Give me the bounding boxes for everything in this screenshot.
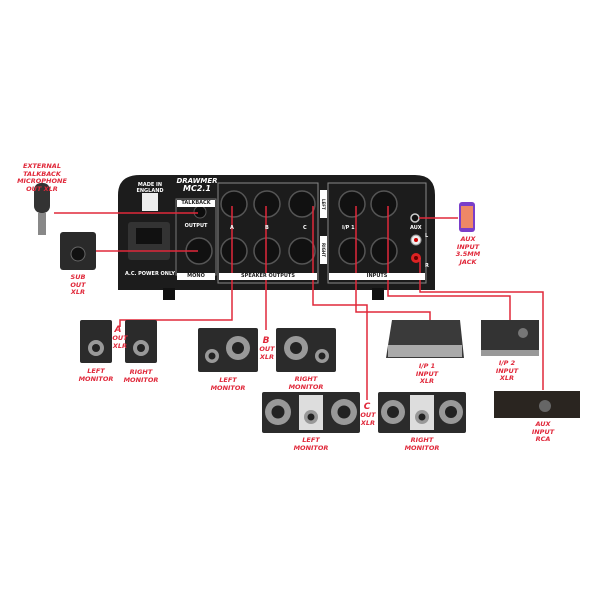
c-left-label: LEFT MONITOR	[293, 436, 329, 452]
subwoofer	[60, 232, 96, 270]
xlr-b-left	[253, 190, 281, 218]
c-right-label: RIGHT MONITOR	[404, 436, 440, 452]
aux-3-5mm-jack	[410, 213, 420, 223]
aux-r-label: R	[425, 263, 429, 269]
aux-rca-label: AUX INPUT RCA	[531, 420, 555, 443]
c-letter: C	[363, 402, 371, 412]
cables	[54, 206, 544, 400]
a-right-label: RIGHT MONITOR	[123, 368, 159, 384]
xlr-c-left	[288, 190, 316, 218]
speaker-outputs-label: SPEAKER OUTPUTS	[219, 273, 317, 280]
xlr-ip1-left	[338, 190, 366, 218]
hifi-receiver	[494, 391, 580, 418]
model-logo: MC2.1	[182, 184, 211, 193]
speaker-c-left	[262, 392, 360, 433]
made-in-label: MADE IN ENGLAND	[136, 182, 164, 194]
xlr-c-right	[288, 237, 316, 265]
mixing-console	[386, 320, 464, 358]
mic-label: EXTERNAL TALKBACK MICROPHONE OUT XLR	[17, 162, 67, 193]
talkback-microphone	[34, 183, 50, 235]
xlr-a-right	[220, 237, 248, 265]
xlr-b-right	[253, 237, 281, 265]
aux-label: AUX	[410, 225, 422, 231]
cable-out-a	[119, 206, 233, 327]
speaker-a-right	[125, 320, 157, 363]
a-left-label: LEFT MONITOR	[78, 367, 114, 383]
cable-ip2	[387, 206, 511, 320]
power-label: A.C. POWER ONLY	[124, 271, 176, 277]
b-left-label: LEFT MONITOR	[210, 376, 246, 392]
output-label: OUTPUT	[184, 223, 208, 229]
left-label: LEFT	[320, 190, 327, 218]
right-label: RIGHT	[320, 236, 327, 264]
power-switch	[142, 193, 158, 211]
brand-logo: DRAWMER	[176, 177, 218, 185]
b-right-label: RIGHT MONITOR	[288, 375, 324, 391]
ip1-label: I/P 1	[342, 225, 355, 231]
ip2-input-label: I/P 2 INPUT XLR	[495, 359, 519, 382]
talkback-jack	[193, 205, 207, 219]
smartphone	[459, 202, 475, 232]
speaker-b-left	[198, 328, 258, 372]
out-a-label: A	[230, 225, 234, 231]
a-out-label: OUT XLR	[112, 334, 128, 350]
inputs-label: INPUTS	[329, 273, 425, 280]
c-out-label: OUT XLR	[360, 411, 376, 427]
speaker-b-right	[276, 328, 336, 372]
aux-jack-label: AUX INPUT 3.5MM JACK	[455, 235, 481, 266]
b-out-label: OUT XLR	[259, 345, 275, 361]
speaker-a-left	[80, 320, 112, 363]
cable-ip1	[355, 206, 431, 320]
out-b-label: B	[265, 225, 269, 231]
speaker-c-right	[378, 392, 466, 433]
xlr-ip1-right	[338, 237, 366, 265]
xlr-ip2-right	[370, 237, 398, 265]
xlr-ip2-left	[370, 190, 398, 218]
out-c-label: C	[303, 225, 307, 231]
ip1-input-label: I/P 1 INPUT XLR	[415, 362, 439, 385]
aux-l-label: L	[425, 233, 429, 239]
a-letter: A	[114, 325, 122, 335]
b-letter: B	[262, 336, 270, 346]
xlr-a-left	[220, 190, 248, 218]
cable-out-c	[312, 206, 368, 400]
mono-label: MONO	[177, 273, 215, 280]
talkback-label: TALKBACK	[177, 200, 215, 207]
sub-label: SUB OUT XLR	[70, 273, 86, 296]
audio-interface	[481, 320, 539, 356]
